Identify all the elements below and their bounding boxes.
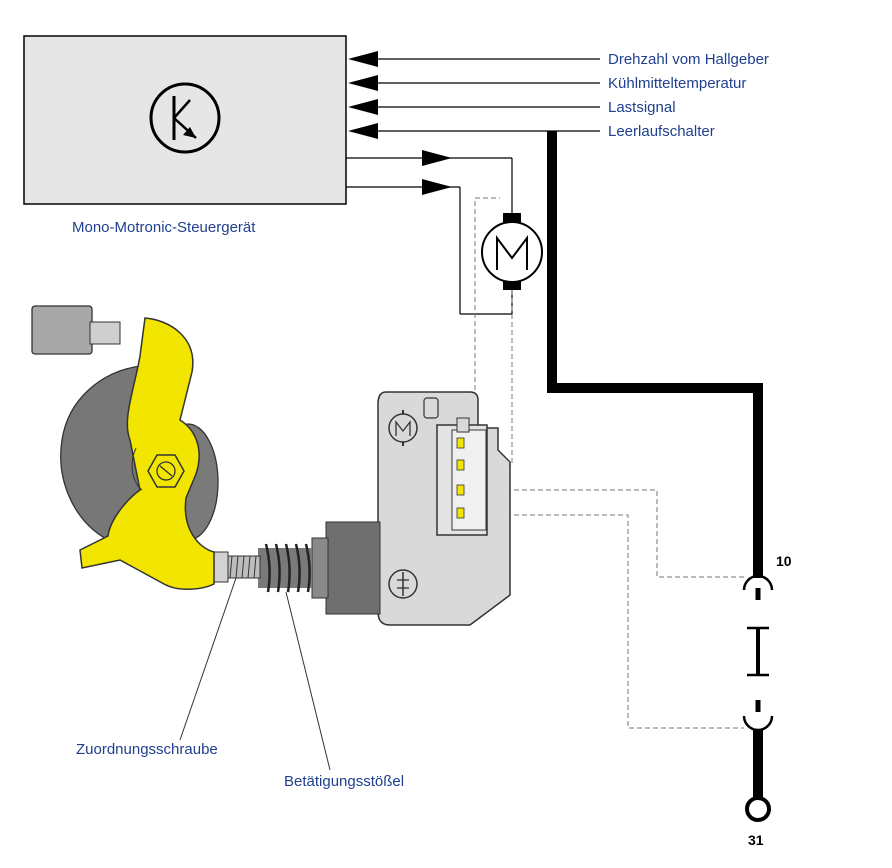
leader-lines [179, 577, 331, 771]
input-label-idle-switch: Leerlaufschalter [608, 123, 715, 140]
adjust-screw-label: Zuordnungsschraube [76, 741, 218, 758]
ground-line [547, 131, 774, 822]
input-label-coolant-temp: Kühlmitteltemperatur [608, 75, 746, 92]
input-signal-lines [348, 51, 600, 139]
throttle-lever [31, 305, 219, 590]
plunger-cylinder [311, 521, 381, 615]
ecu-label: Mono-Motronic-Steuergerät [72, 219, 256, 236]
ecu-box [23, 35, 347, 205]
terminal-10-label: 10 [776, 553, 792, 569]
input-label-load-signal: Lastsignal [608, 99, 676, 116]
input-label-hall-speed: Drehzahl vom Hallgeber [608, 51, 769, 68]
dashed-signal-lines [474, 197, 744, 729]
actuator-housing [377, 391, 511, 626]
plunger-label: Betätigungsstößel [284, 773, 404, 790]
motor-output-lines [346, 150, 513, 315]
spring [258, 543, 312, 593]
adjusting-screw [211, 551, 261, 583]
transistor-symbol [149, 82, 221, 154]
servo-motor-symbol [481, 213, 543, 290]
terminal-31-label: 31 [748, 832, 764, 848]
